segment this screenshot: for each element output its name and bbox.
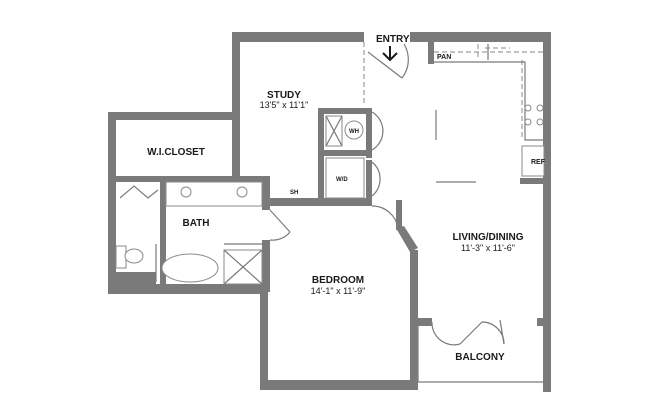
kitchen [434, 44, 545, 183]
living-name: LIVING/DINING [452, 232, 523, 243]
living-dimensions: 11'-3" x 11'-6" [461, 243, 515, 253]
bedroom-name: BEDROOM [312, 275, 364, 286]
interior-walls [108, 108, 550, 292]
entry-arrow-icon [382, 46, 398, 62]
bath-fixtures [115, 181, 263, 285]
water-heater-label: WH [349, 129, 359, 135]
bath-name: BATH [182, 218, 209, 229]
study-name: STUDY [267, 90, 301, 101]
refrigerator-label: REF [531, 159, 546, 166]
doors [269, 42, 505, 346]
balcony-name: BALCONY [455, 352, 505, 363]
closet-name: W.I.CLOSET [147, 147, 205, 158]
utility-fixtures [325, 115, 365, 199]
exterior-walls [108, 32, 551, 392]
bedroom-dimensions: 14'-1" x 11'-9" [311, 286, 366, 296]
shower-label: SH [290, 190, 298, 196]
study-dimensions: 13'5" x 11'1" [260, 100, 309, 110]
pantry-label: PAN [437, 54, 451, 61]
entry-label: ENTRY [376, 34, 410, 45]
washer-dryer-label: W/D [336, 177, 348, 183]
